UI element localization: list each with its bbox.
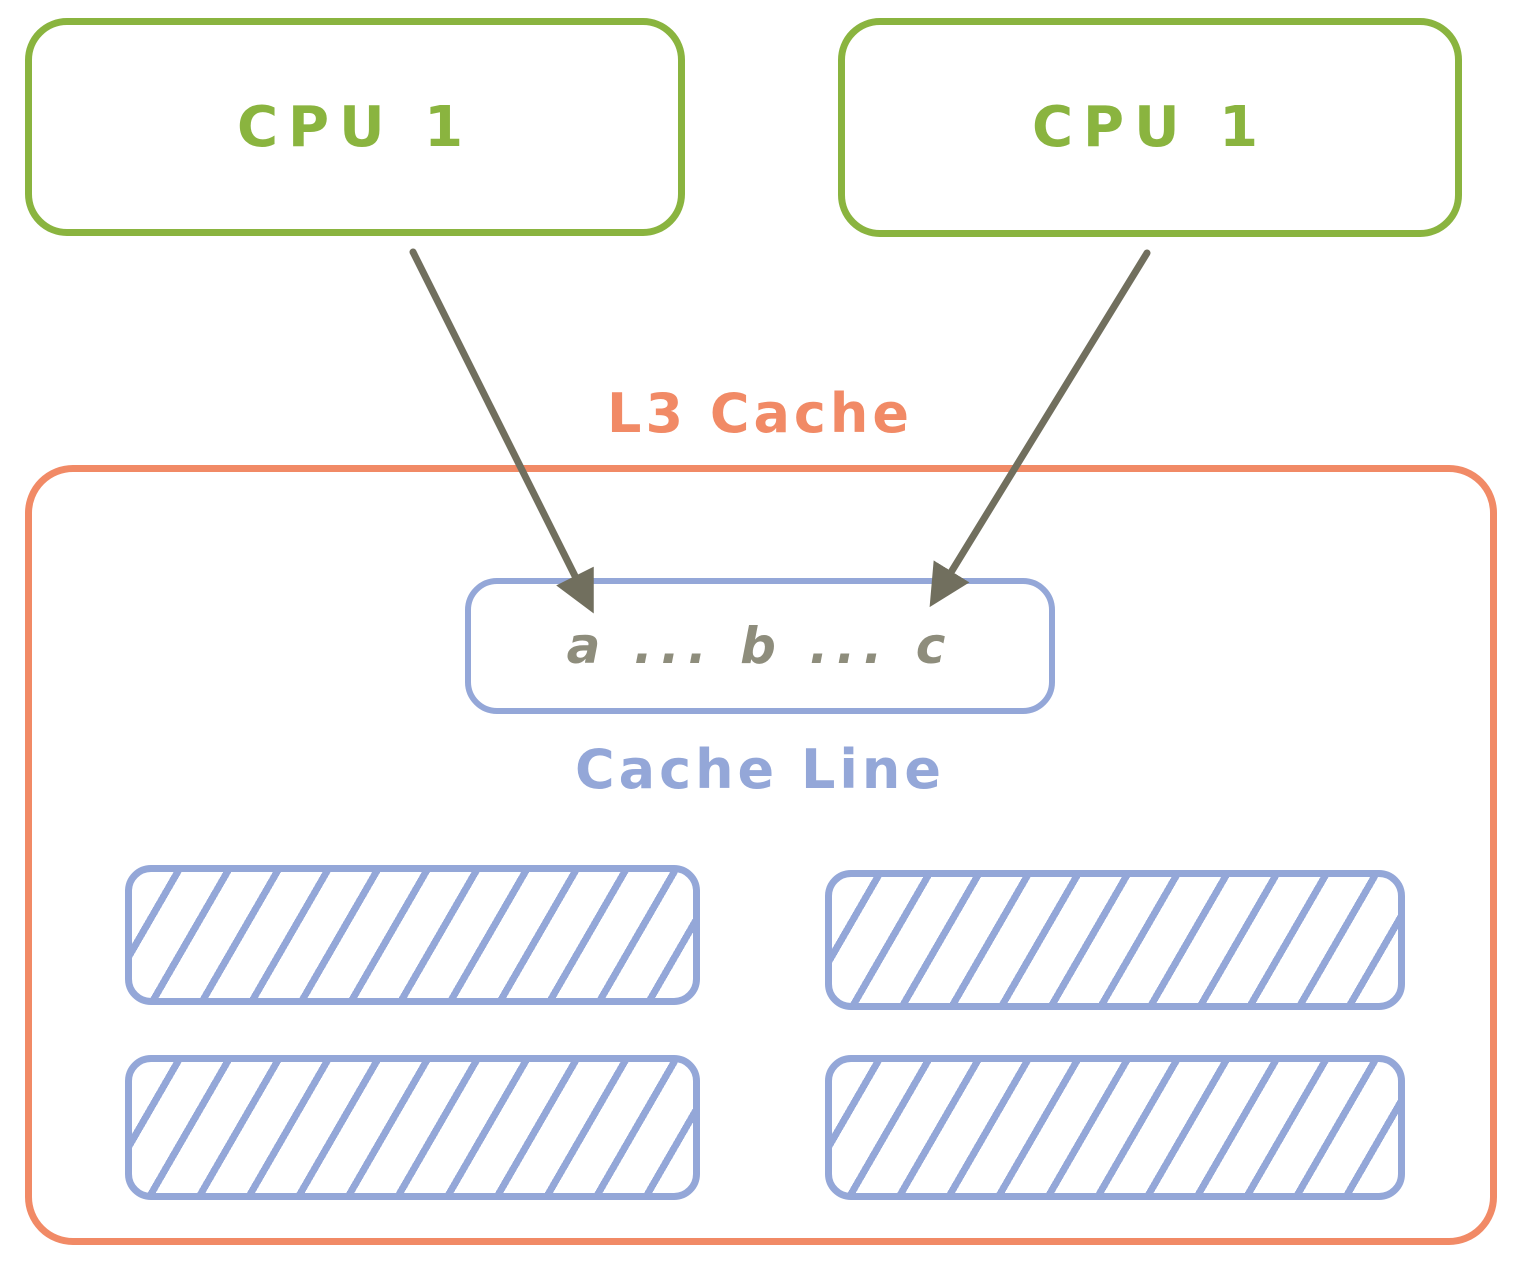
memory-block-1 [125, 865, 700, 1005]
memory-block-3 [125, 1055, 700, 1200]
cpu-left-label: CPU 1 [236, 94, 474, 160]
cpu-right-label: CPU 1 [1031, 95, 1269, 160]
memory-block-2 [825, 870, 1405, 1010]
cache-line-label: Cache Line [575, 738, 945, 801]
memory-block-4 [825, 1055, 1405, 1200]
cache-line-content: a ... b ... c [566, 617, 954, 675]
l3-cache-label: L3 Cache [607, 382, 913, 445]
cache-line-box: a ... b ... c [465, 578, 1055, 714]
cpu-box-left: CPU 1 [25, 18, 685, 236]
cpu-box-right: CPU 1 [838, 18, 1462, 237]
